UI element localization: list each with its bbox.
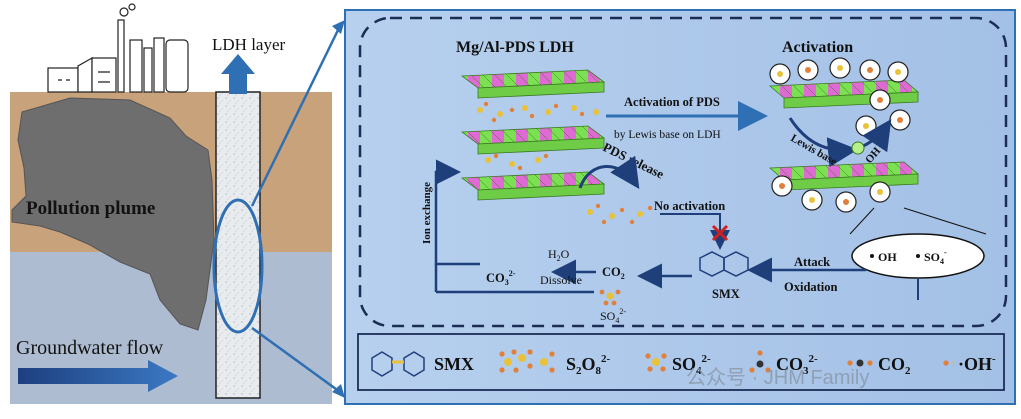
radical-dot [870,254,874,258]
zoom-line-top [250,25,342,207]
legend-so4-icon [645,353,667,372]
ldh-barrier [215,91,261,399]
site-cross-section: Pollution plume LDH layer Groundwater fl… [10,3,345,404]
h2o-label: H2O [548,247,570,263]
groundwater-flow-label: Groundwater flow [16,337,164,359]
ion-exchange-arrow [434,159,480,266]
callout-line-left [849,207,875,235]
smx-label: SMX [712,287,740,301]
co2-product-label: CO2 [602,265,625,281]
legend-co3-icon [749,350,771,373]
zoom-line-bottom [251,326,341,394]
callout-line-right [903,207,987,235]
legend-oh-icon [943,360,956,366]
mechanism-panel: Mg/Al-PDS LDH Activation PDS release Act… [344,9,1016,405]
lewis-base-caption: by Lewis base on LDH [614,129,721,141]
legend-co2-icon [847,359,873,367]
pds-molecules [477,101,653,225]
so4-product-label: SO42- [600,307,626,325]
zoom-ellipse [212,198,264,334]
activation-of-pds-label: Activation of PDS [624,95,720,109]
legend: SMX S2O82- SO42- CO32- CO2 ·OH- [357,333,1005,391]
legend-s2o8-icon [499,349,555,373]
radical-oh-label: OH [878,250,897,264]
legend-s2o8-label: S2O82- [566,353,611,377]
ldh-stack [460,69,606,201]
smx-molecule [699,251,749,277]
so4-molecule [599,289,621,306]
legend-co3-label: CO32- [776,353,818,377]
oxidation-label: Oxidation [784,280,838,294]
zoom-arrow-bottom [332,384,345,398]
radical-dot [916,254,920,258]
factory-icon [47,3,189,93]
groundwater-flow-arrow [18,360,178,392]
cross-icon [711,224,729,242]
legend-smx-icon [371,351,425,377]
pds-release-arrow [578,155,640,189]
attack-label: Attack [794,255,830,269]
activated-ldh [768,57,920,213]
legend-oh-label: ·OH- [958,353,996,374]
dissolve-label: Dissolve [540,273,582,287]
ldh-title: Mg/Al-PDS LDH [456,39,574,56]
reaction-boundary [358,16,1008,328]
up-arrow-icon [221,54,255,94]
no-activation-label: No activation [654,199,725,213]
co3-product-label: CO32- [486,269,516,287]
zoom-arrow-top [332,20,345,34]
legend-co2-label: CO2 [878,354,911,377]
radical-so4-label: SO4- [924,248,947,266]
watermark: 公众号 · JHM Family [686,366,869,389]
pollution-plume-label: Pollution plume [26,198,155,219]
pollution-plume-shape [11,97,215,331]
legend-so4-label: SO42- [672,353,711,377]
legend-smx-label: SMX [434,354,474,374]
activation-title: Activation [782,39,853,56]
no-activation-arrow [660,213,730,250]
legend-frame [357,333,1005,391]
ldh-layer-label: LDH layer [212,35,286,54]
ion-exchange-label: Ion exchange [421,182,433,244]
